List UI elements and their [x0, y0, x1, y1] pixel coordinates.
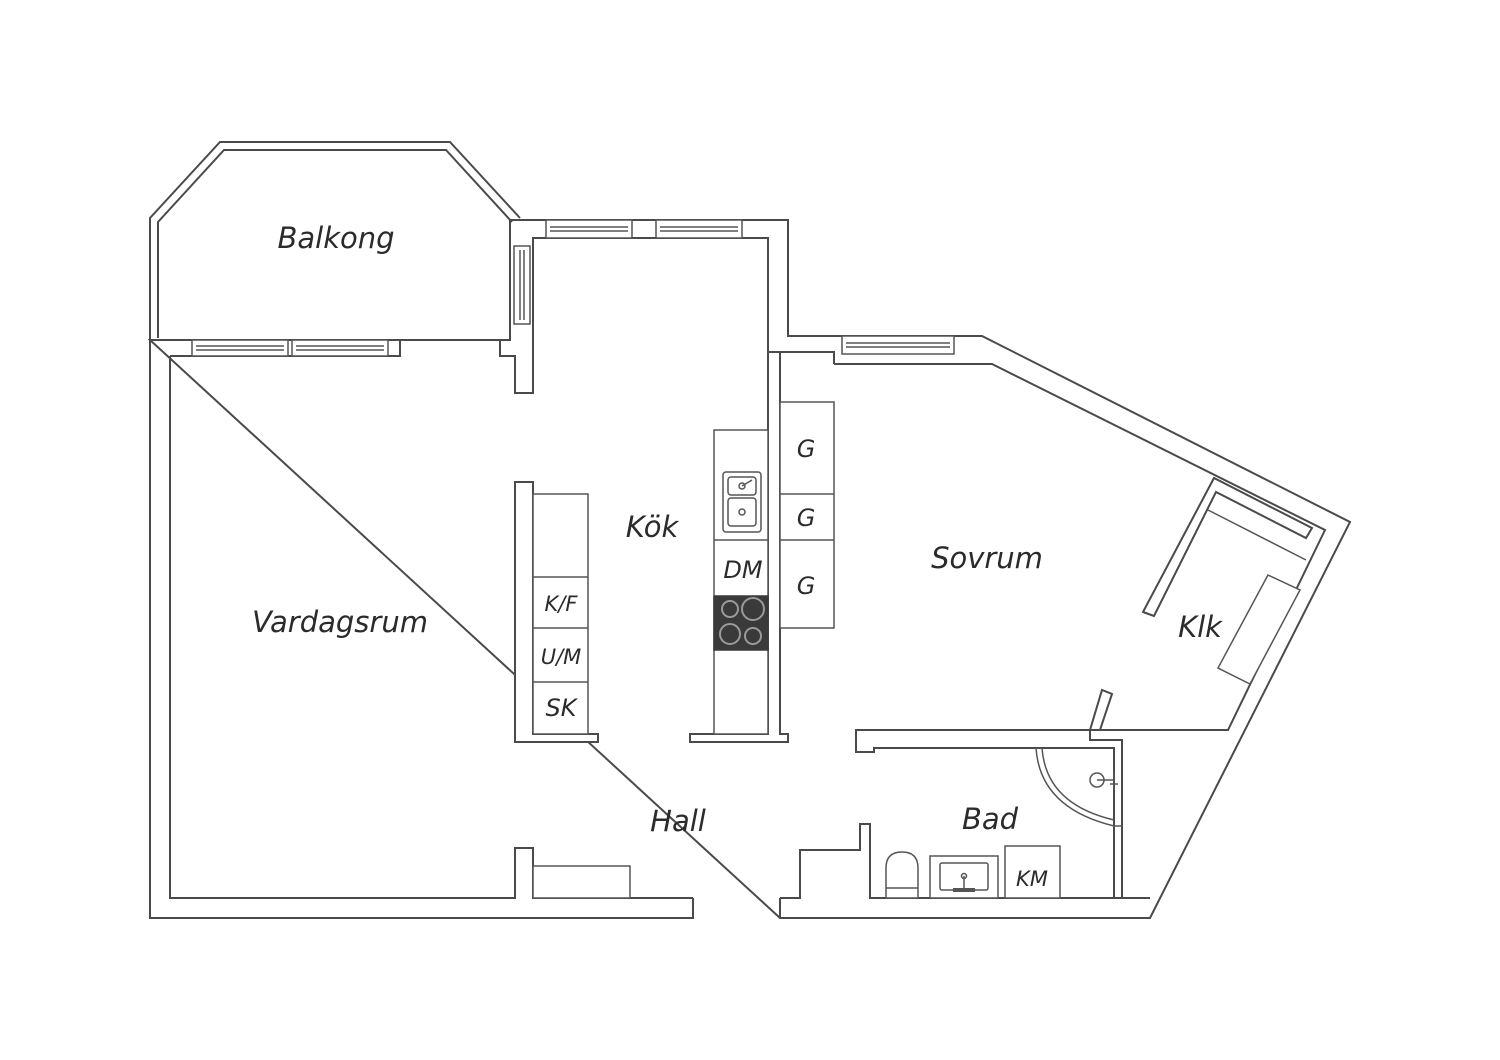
balcony-inner-rail — [157, 149, 513, 338]
exterior-walls — [147, 219, 1352, 919]
room-labels: Balkong Vardagsrum Kök Sovrum Klk Hall B… — [252, 221, 1223, 838]
label-dishwasher: DM — [723, 556, 762, 584]
bathroom-fixtures — [885, 747, 1122, 899]
label-fridge-freezer: K/F — [545, 592, 579, 616]
label-wardrobe-1: G — [797, 435, 816, 463]
toilet — [885, 851, 919, 899]
kitchen-cabinet-column — [532, 493, 589, 735]
washbasin — [929, 855, 999, 899]
label-bad: Bad — [962, 802, 1019, 836]
window-kitchen-side — [513, 245, 531, 325]
window-living-1 — [191, 339, 289, 357]
label-washing-machine: KM — [1016, 867, 1048, 891]
living-room-inner-wall — [169, 356, 693, 899]
windows — [191, 219, 955, 357]
hall-inner-wall-right — [780, 823, 1150, 899]
balcony-outer-rail — [149, 141, 521, 340]
kitchen-partition-left — [514, 481, 599, 743]
window-kitchen-2 — [655, 219, 743, 239]
label-cabinet: SK — [546, 694, 579, 722]
label-sovrum: Sovrum — [931, 541, 1043, 575]
window-living-2 — [291, 339, 389, 357]
label-balkong: Balkong — [277, 221, 394, 255]
window-bedroom — [841, 335, 955, 355]
kitchen-fixtures — [532, 401, 835, 735]
label-klk: Klk — [1178, 610, 1223, 644]
shower — [1035, 747, 1122, 827]
balcony-door-jamb — [499, 237, 835, 394]
closet-wall — [1141, 476, 1314, 618]
label-oven-micro: U/M — [541, 645, 582, 669]
closet-cabinet — [1216, 574, 1302, 685]
label-vardagsrum: Vardagsrum — [252, 605, 428, 639]
washing-machine — [1004, 845, 1061, 899]
hall-fixtures — [532, 865, 631, 899]
balcony — [149, 141, 521, 340]
bedroom-door-stub — [1088, 688, 1114, 731]
label-wardrobe-3: G — [797, 572, 816, 600]
wardrobe-column — [779, 401, 835, 629]
bedroom-bottom-wall — [855, 729, 1123, 899]
label-wardrobe-2: G — [797, 504, 816, 532]
kitchen-sink — [722, 471, 762, 533]
window-kitchen-1 — [545, 219, 633, 239]
appliance-labels: G G G DM K/F U/M SK KM — [541, 435, 1048, 891]
closet-shelf — [1207, 509, 1307, 561]
bedroom-inner-wall — [834, 363, 1327, 731]
hall-bench — [532, 865, 631, 899]
cooktop — [713, 595, 769, 651]
label-hall: Hall — [650, 804, 706, 838]
label-kok: Kök — [626, 510, 680, 544]
